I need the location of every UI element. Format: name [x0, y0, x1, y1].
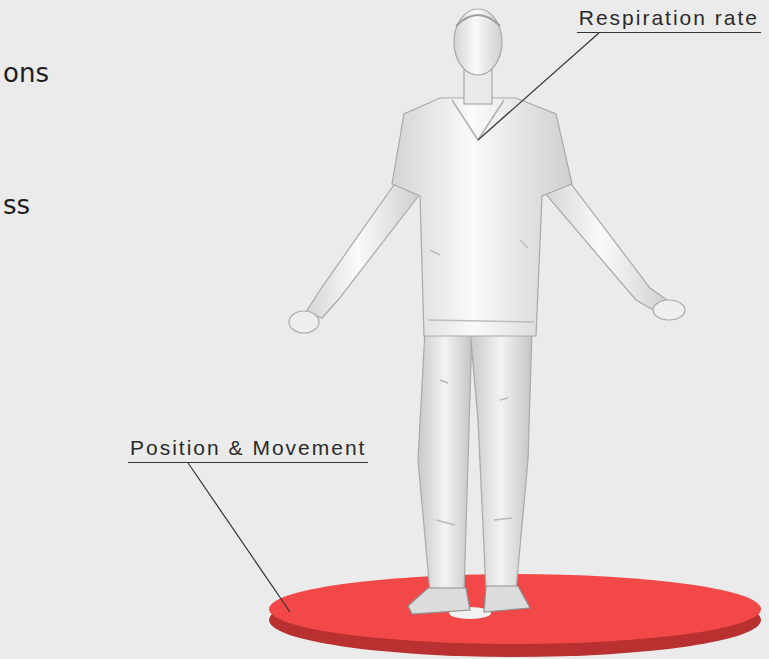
left-hand: [289, 311, 319, 333]
right-leg: [470, 330, 532, 590]
left-leg: [418, 330, 472, 592]
right-hand: [653, 300, 685, 320]
callout-label: Respiration rate: [577, 6, 761, 33]
cropped-heading-text: ons: [3, 58, 49, 88]
left-arm: [306, 182, 420, 318]
right-shoe: [484, 586, 530, 612]
cropped-heading-text: ss: [3, 190, 30, 220]
leader-line: [188, 463, 290, 612]
left-shoe: [408, 588, 470, 614]
callout-label: Position & Movement: [128, 436, 368, 463]
t-shirt: [392, 98, 572, 336]
leader-line: [478, 33, 599, 140]
right-arm: [544, 180, 670, 314]
head: [454, 9, 502, 75]
